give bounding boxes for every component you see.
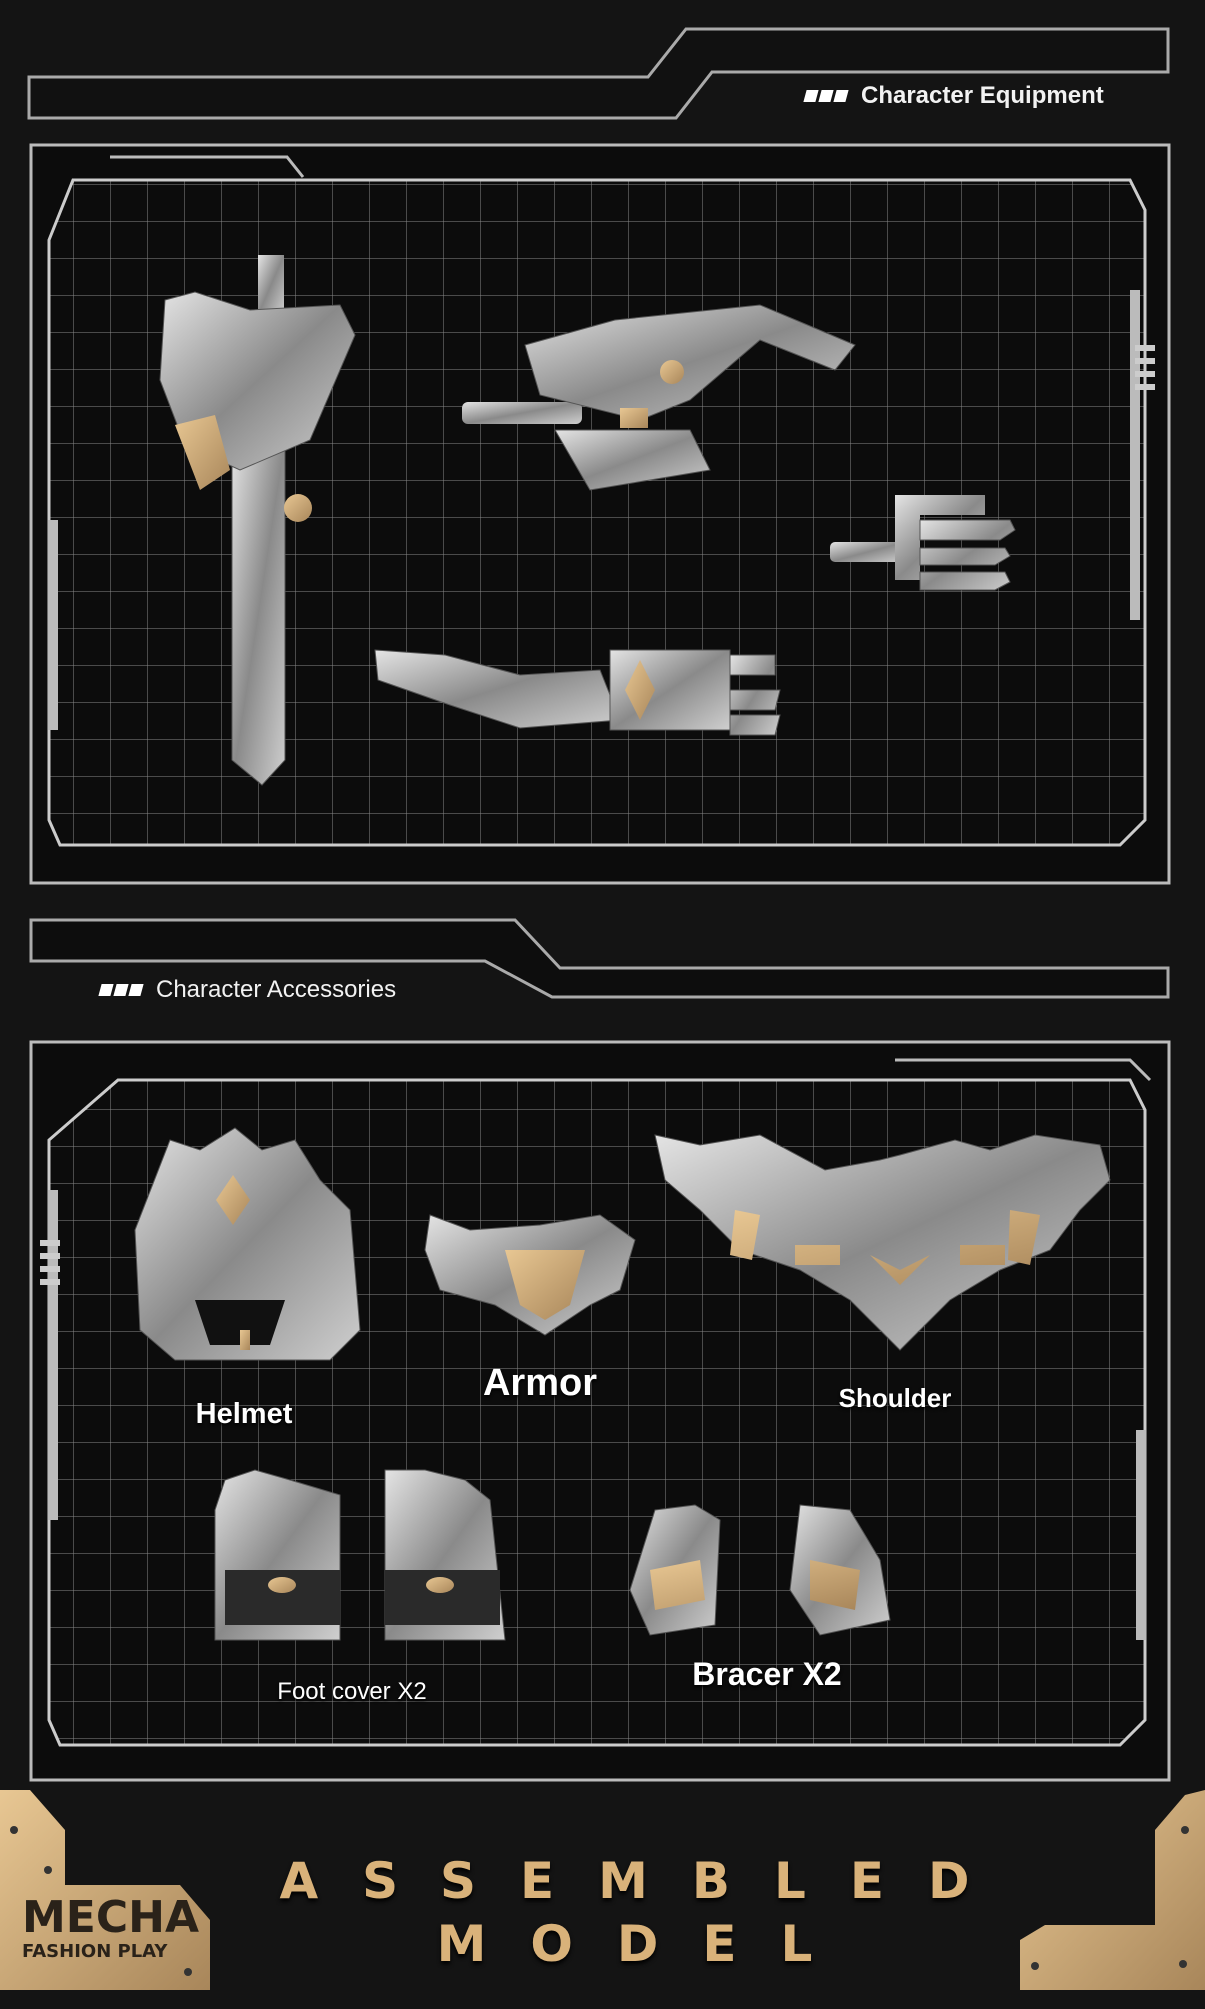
headline-model: MODEL: [436, 1915, 857, 1973]
claw-hand-small-image: [830, 495, 1016, 591]
label-shoulder: Shoulder: [838, 1383, 952, 1413]
label-foot-cover: Foot cover X2: [277, 1678, 427, 1705]
gun-arm-image: [462, 304, 856, 491]
label-bracer: Bracer X2: [692, 1656, 842, 1692]
brand-logo: MECHA FASHION PLAY: [22, 1892, 200, 1963]
bracer-image: [629, 1504, 891, 1636]
headline-assembled: ASSEMBLED: [279, 1852, 1014, 1910]
claw-hand-large-image: [374, 649, 781, 736]
bars-icon: [98, 984, 144, 996]
shoulder-image: [654, 1134, 1111, 1351]
helmet-image: [134, 1127, 361, 1361]
armor-image: [424, 1214, 636, 1336]
label-armor: Armor: [482, 1362, 598, 1404]
section-title-accessories: Character Accessories: [98, 976, 396, 1004]
label-helmet: Helmet: [195, 1398, 293, 1430]
sword-image: [159, 255, 356, 786]
bars-icon: [803, 90, 849, 102]
foot-cover-image: [214, 1469, 506, 1641]
section-title-equipment: Character Equipment: [803, 82, 1104, 110]
